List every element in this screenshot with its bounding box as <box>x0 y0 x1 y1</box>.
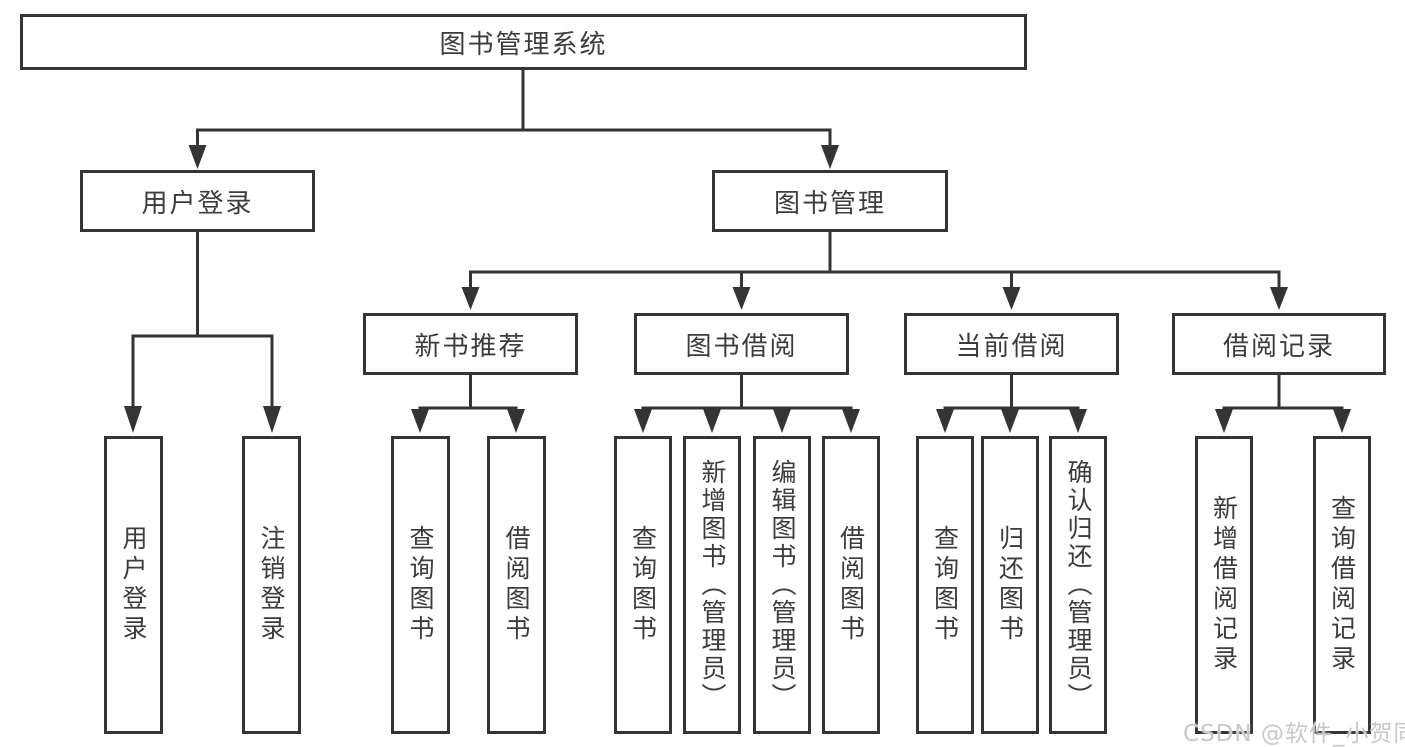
node-user-login: 用户登录 <box>104 436 163 734</box>
node-borrow-records: 借阅记录 <box>1172 313 1386 375</box>
node-add-book-admin: 新增图书（管理员） <box>683 436 741 734</box>
node-user-login-module: 用户登录 <box>80 170 315 232</box>
node-query-books-borrow: 查询图书 <box>614 436 672 734</box>
node-current-borrow: 当前借阅 <box>904 313 1119 375</box>
node-book-borrow: 图书借阅 <box>634 313 849 375</box>
node-return-book: 归还图书 <box>981 436 1039 734</box>
node-query-books-current: 查询图书 <box>916 436 974 734</box>
node-logout: 注销登录 <box>242 436 301 734</box>
node-edit-book-admin: 编辑图书（管理员） <box>753 436 811 734</box>
node-query-borrow-record: 查询借阅记录 <box>1313 436 1371 734</box>
node-new-book-recommend: 新书推荐 <box>363 313 578 375</box>
node-confirm-return-admin: 确认归还（管理员） <box>1049 436 1107 734</box>
node-borrow-books-recommend: 借阅图书 <box>487 436 546 734</box>
node-book-management-module: 图书管理 <box>712 170 948 232</box>
node-borrow-book: 借阅图书 <box>822 436 880 734</box>
node-query-books-recommend: 查询图书 <box>391 436 450 734</box>
node-library-management-system: 图书管理系统 <box>20 14 1027 70</box>
csdn-watermark: CSDN @软件_小贺同学 <box>1183 721 1405 747</box>
node-add-borrow-record: 新增借阅记录 <box>1195 436 1253 734</box>
